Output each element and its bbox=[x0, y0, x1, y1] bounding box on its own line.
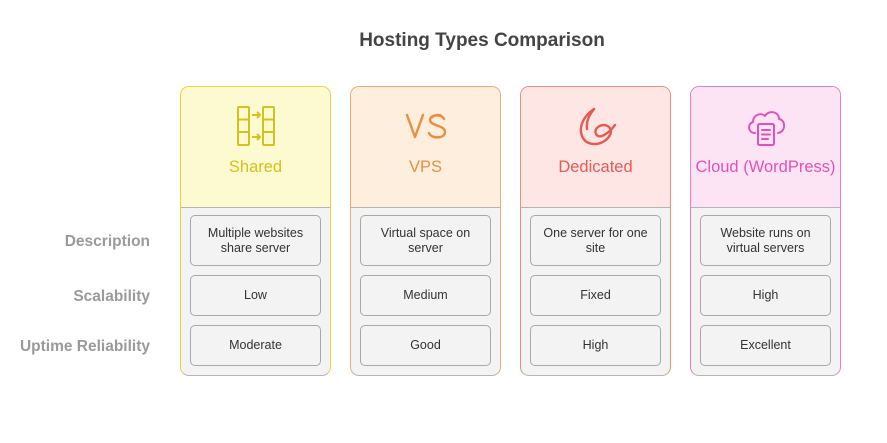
column-header-vps: VPS bbox=[351, 87, 500, 208]
column-dedicated: Dedicated One server for one site Fixed … bbox=[520, 86, 671, 376]
cloud-document-icon bbox=[744, 105, 788, 149]
cell-description-vps: Virtual space on server bbox=[360, 215, 491, 266]
cell-uptime-vps: Good bbox=[360, 325, 491, 366]
column-header-cloud: Cloud (WordPress) bbox=[691, 87, 840, 208]
cell-description-cloud: Website runs on virtual servers bbox=[700, 215, 831, 266]
cell-description-dedicated: One server for one site bbox=[530, 215, 661, 266]
cell-scalability-cloud: High bbox=[700, 275, 831, 316]
cell-uptime-cloud: Excellent bbox=[700, 325, 831, 366]
cell-scalability-vps: Medium bbox=[360, 275, 491, 316]
cell-scalability-dedicated: Fixed bbox=[530, 275, 661, 316]
column-title-vps: VPS bbox=[408, 158, 443, 176]
column-title-cloud: Cloud (WordPress) bbox=[695, 158, 836, 176]
vps-text-icon bbox=[404, 105, 448, 149]
row-label-description: Description bbox=[64, 233, 150, 250]
dedicated-swirl-icon bbox=[574, 105, 618, 149]
cell-scalability-shared: Low bbox=[190, 275, 321, 316]
row-label-scalability: Scalability bbox=[73, 288, 150, 305]
cell-uptime-dedicated: High bbox=[530, 325, 661, 366]
column-header-shared: Shared bbox=[181, 87, 330, 208]
diagram-title: Hosting Types Comparison bbox=[359, 30, 605, 51]
cell-uptime-shared: Moderate bbox=[190, 325, 321, 366]
server-rack-icon bbox=[234, 105, 278, 149]
column-title-shared: Shared bbox=[228, 158, 283, 176]
row-label-uptime: Uptime Reliability bbox=[19, 338, 150, 355]
column-header-dedicated: Dedicated bbox=[521, 87, 670, 208]
column-shared: Shared Multiple websites share server Lo… bbox=[180, 86, 331, 376]
column-vps: VPS Virtual space on server Medium Good bbox=[350, 86, 501, 376]
cell-description-shared: Multiple websites share server bbox=[190, 215, 321, 266]
column-title-dedicated: Dedicated bbox=[558, 158, 633, 176]
column-cloud: Cloud (WordPress) Website runs on virtua… bbox=[690, 86, 841, 376]
